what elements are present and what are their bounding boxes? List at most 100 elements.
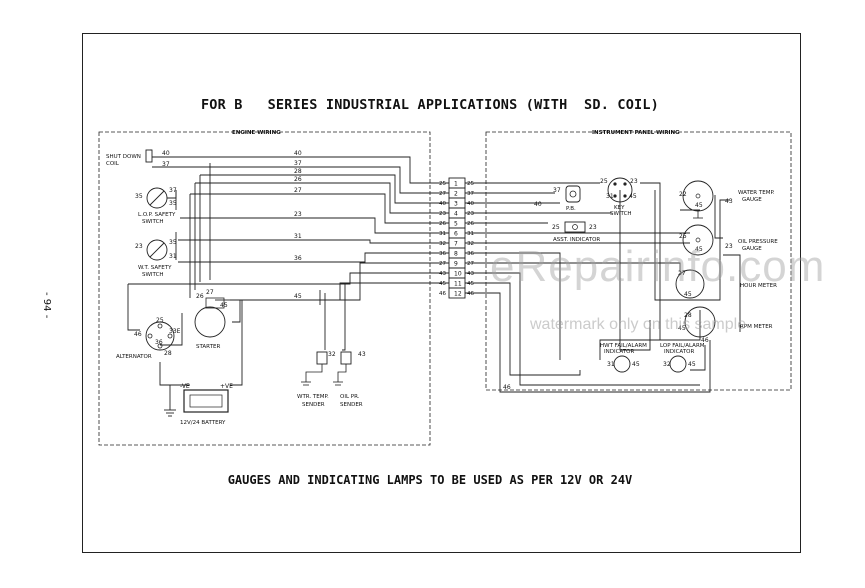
terminal-left-wire-number: 23 [439, 211, 446, 217]
svg-text:SENDER: SENDER [302, 402, 325, 408]
hwt-alarm-indicator: 31 45 HWT FAIL/ALARM INDICATOR [600, 343, 647, 373]
lop-safety-switch: 35 37 35 L.O.P. SAFETY SWITCH [135, 187, 177, 225]
svg-text:KEY: KEY [614, 205, 625, 211]
svg-text:40: 40 [534, 201, 542, 208]
svg-text:GAUGE: GAUGE [742, 246, 762, 252]
terminal-number: 5 [454, 221, 458, 228]
watermark-subtext: watermark only on this sample [530, 316, 747, 333]
svg-text:SWITCH: SWITCH [610, 211, 632, 217]
terminal-left-wire-number: 27 [439, 191, 446, 197]
oil-pressure-gauge: 25 45 23 OIL PRESSURE GAUGE [679, 224, 778, 256]
svg-text:45: 45 [629, 193, 637, 200]
engine-wires [127, 149, 449, 417]
terminal-number: 7 [454, 241, 458, 248]
svg-text:P.B.: P.B. [566, 206, 576, 212]
svg-text:32: 32 [663, 361, 671, 368]
alternator: 25 46 33E 28 36 ALTERNATOR [116, 317, 181, 360]
terminal-right-wire-number: 46 [467, 291, 474, 297]
svg-text:45: 45 [220, 302, 228, 309]
svg-text:+VE: +VE [220, 383, 233, 390]
push-button: 37 40 P.B. [534, 185, 581, 212]
terminal-right-wire-number: 23 [467, 211, 474, 217]
engine-wire-number: 27 [294, 187, 302, 194]
rpm-meter: 28 45 46 RPM METER [678, 306, 773, 344]
engine-wire-number: 45 [294, 293, 302, 300]
svg-text:27: 27 [206, 289, 214, 296]
svg-text:OIL PRESSURE: OIL PRESSURE [738, 239, 778, 245]
terminal-right-wire-number: 25 [467, 181, 474, 187]
terminal-number: 2 [454, 191, 458, 198]
svg-text:35: 35 [135, 193, 143, 200]
terminal-number: 4 [454, 211, 458, 218]
svg-text:35: 35 [169, 239, 177, 246]
terminal-left-wire-number: 32 [439, 241, 446, 247]
engine-wire-number: 26 [294, 176, 302, 183]
svg-text:31: 31 [606, 193, 614, 200]
wt-safety-switch: 23 31 35 W.T. SAFETY SWITCH [135, 239, 177, 278]
svg-text:SWITCH: SWITCH [142, 272, 164, 278]
terminal-number: 9 [454, 261, 458, 268]
svg-text:45: 45 [632, 361, 640, 368]
svg-text:25: 25 [600, 178, 608, 185]
svg-text:23: 23 [630, 178, 638, 185]
svg-text:45: 45 [688, 361, 696, 368]
lop-alarm-indicator: 32 45 LOP FAIL/ALARM INDICATOR [660, 343, 705, 373]
terminal-left-wire-number: 40 [439, 201, 446, 207]
svg-text:33E: 33E [169, 328, 181, 335]
svg-text:26: 26 [196, 293, 204, 300]
svg-text:28: 28 [164, 350, 172, 357]
asst-indicator: 25 23 ASST. INDICATOR [552, 221, 600, 243]
engine-wiring-label: ENGINE WIRING [232, 130, 281, 136]
svg-text:SENDER: SENDER [340, 402, 363, 408]
svg-text:45: 45 [678, 325, 686, 332]
terminal-right-wire-number: 43 [467, 271, 474, 277]
svg-text:W.T. SAFETY: W.T. SAFETY [138, 265, 172, 271]
terminal-right-wire-number: 27 [467, 261, 474, 267]
terminal-right-wire-number: 32 [467, 241, 474, 247]
svg-text:46: 46 [134, 331, 142, 338]
svg-text:28: 28 [684, 312, 692, 319]
engine-wiring-box [98, 131, 431, 446]
svg-text:L.O.P. SAFETY: L.O.P. SAFETY [138, 212, 176, 218]
diagram-title: FOR B SERIES INDUSTRIAL APPLICATIONS (WI… [200, 97, 660, 113]
svg-text:COIL: COIL [106, 161, 120, 167]
watermark-text: eRepairinfo.com [490, 242, 826, 291]
engine-wire-number: 40 [294, 150, 302, 157]
svg-text:31: 31 [607, 361, 615, 368]
terminal-left-wire-number: 36 [439, 251, 446, 257]
svg-text:43: 43 [358, 351, 366, 358]
terminal-left-wire-number: 26 [439, 221, 446, 227]
oil-pressure-sender: 43 OIL PR. SENDER [333, 351, 366, 408]
svg-text:SWITCH: SWITCH [142, 219, 164, 225]
svg-text:HOUR METER: HOUR METER [740, 283, 777, 289]
svg-text:INDICATOR: INDICATOR [664, 349, 694, 355]
svg-text:INDICATOR: INDICATOR [604, 349, 634, 355]
svg-text:STARTER: STARTER [196, 344, 220, 350]
terminal-right-wire-number: 31 [467, 231, 474, 237]
terminal-right-wire-number: 37 [467, 191, 474, 197]
svg-text:35: 35 [169, 200, 177, 207]
svg-text:37: 37 [162, 161, 170, 168]
key-switch: 25 23 31 45 KEY SWITCH [600, 177, 638, 217]
engine-wire-number: 37 [294, 160, 302, 167]
terminal-number: 10 [454, 271, 462, 278]
terminal-number: 8 [454, 251, 458, 258]
svg-text:23: 23 [589, 224, 597, 231]
terminal-left-wire-number: 45 [439, 281, 446, 287]
svg-text:31: 31 [169, 253, 177, 260]
water-temp-gauge: 22 45 43 WATER TEMP. GAUGE [679, 180, 775, 219]
svg-text:12V/24 BATTERY: 12V/24 BATTERY [180, 420, 226, 426]
terminal-left-wire-number: 43 [439, 271, 446, 277]
svg-text:WATER TEMP.: WATER TEMP. [738, 190, 775, 196]
terminal-number: 11 [454, 281, 462, 288]
svg-text:37: 37 [553, 187, 561, 194]
svg-text:23: 23 [135, 243, 143, 250]
terminal-number: 1 [454, 181, 458, 188]
page-border [82, 33, 801, 553]
svg-text:HWT FAIL/ALARM: HWT FAIL/ALARM [600, 343, 647, 349]
terminal-number: 6 [454, 231, 458, 238]
svg-text:25: 25 [679, 233, 687, 240]
terminal-right-wire-number: 36 [467, 251, 474, 257]
terminal-right-wire-number: 26 [467, 221, 474, 227]
